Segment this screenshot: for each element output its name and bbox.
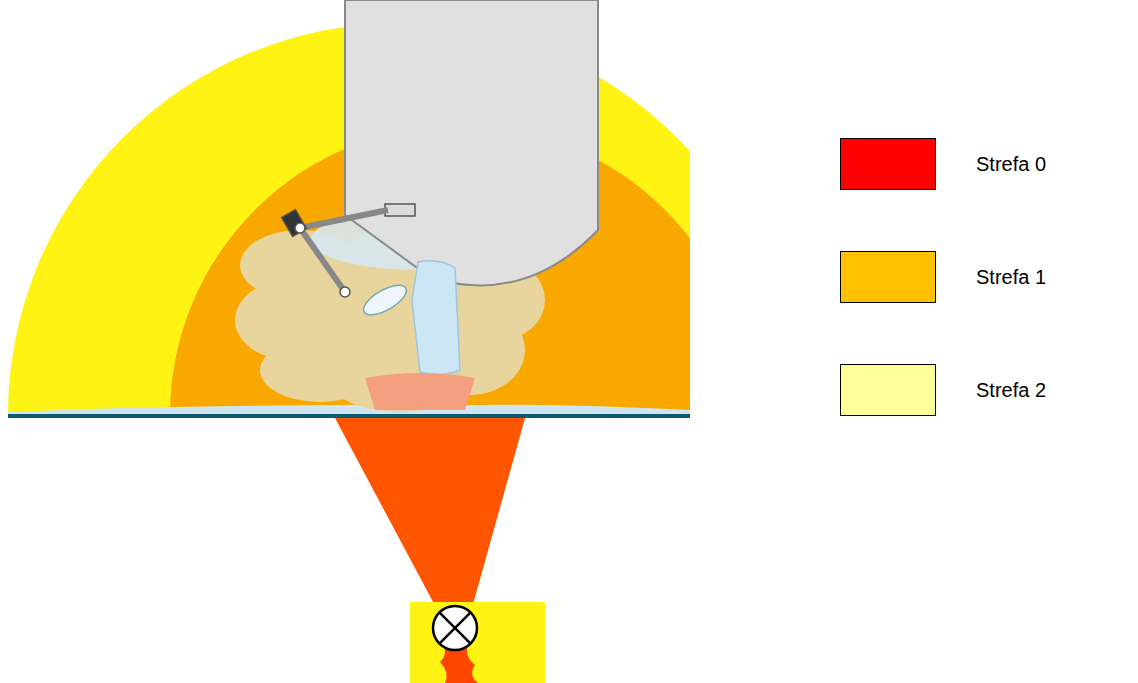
liquid-film [8, 405, 690, 415]
valve-symbol [433, 606, 477, 650]
ground-line [8, 414, 690, 418]
zone-0-cone [335, 418, 525, 615]
zone-2-pit [410, 602, 545, 683]
receiving-pool [365, 373, 475, 410]
legend-label: Strefa 2 [976, 379, 1046, 402]
legend-row: Strefa 1 [840, 251, 1046, 303]
probe-arm [282, 204, 415, 297]
legend-row: Strefa 2 [840, 364, 1046, 416]
legend: Strefa 0 Strefa 1 Strefa 2 [840, 138, 1046, 477]
liquid-stream [412, 261, 460, 375]
tank [345, 0, 598, 285]
legend-swatch [840, 138, 936, 190]
legend-row: Strefa 0 [840, 138, 1046, 190]
legend-swatch [840, 251, 936, 303]
legend-label: Strefa 1 [976, 266, 1046, 289]
legend-swatch [840, 364, 936, 416]
outlet-nozzle [359, 279, 411, 320]
legend-label: Strefa 0 [976, 153, 1046, 176]
